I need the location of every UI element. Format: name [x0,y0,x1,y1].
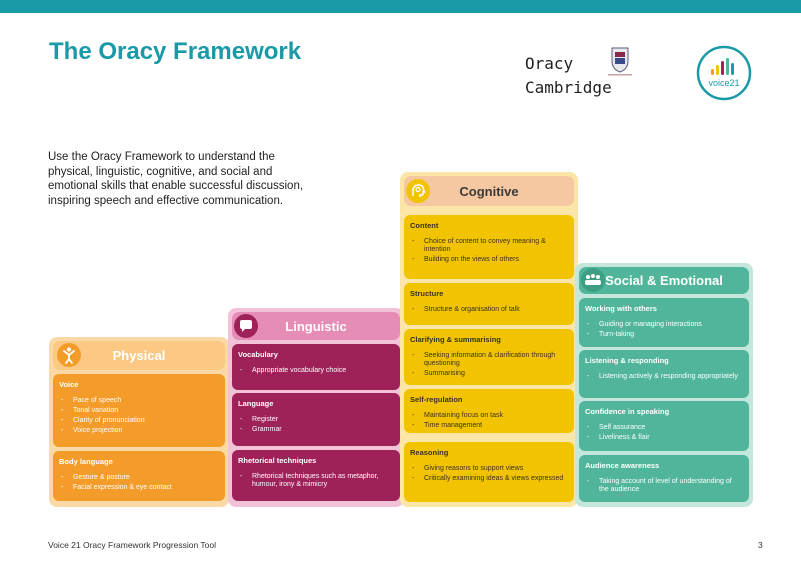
clarifying-item: Seeking information & clarification thro… [410,352,568,369]
confidence-item: Self assurance [585,424,743,433]
body-language-item: Gesture & posture [59,474,219,483]
self-regulation-card-title: Self-regulation [410,395,463,404]
body-language-card-title: Body language [59,457,113,466]
reasoning-item: Giving reasons to support views [410,465,568,474]
audience-awareness-card-title: Audience awareness [585,461,660,470]
audience-awareness-card: Audience awareness Taking account of lev… [579,455,749,502]
oracy-cambridge-logo: Oracy Cambridge [525,52,612,100]
body-language-card: Body language Gesture & posture Facial e… [53,451,225,501]
content-item: Choice of content to convey meaning & in… [410,238,568,255]
structure-item: Structure & organisation of talk [410,306,568,315]
vocabulary-item: Appropriate vocabulary choice [238,367,394,376]
voice-item: Tonal variation [59,407,219,416]
oracy-logo-line2: Cambridge [525,78,612,97]
working-with-others-item: Guiding or managing interactions [585,321,743,330]
rhetorical-card-title: Rhetorical techniques [238,456,317,465]
vocabulary-card-title: Vocabulary [238,350,278,359]
intro-paragraph: Use the Oracy Framework to understand th… [48,151,304,207]
listening-card-title: Listening & responding [585,356,669,365]
oracy-logo-line1: Oracy [525,54,574,73]
listening-card: Listening & responding Listening activel… [579,350,749,398]
confidence-card-title: Confidence in speaking [585,407,670,416]
voice-item: Pace of speech [59,397,219,406]
language-item: Register [238,416,394,425]
working-with-others-card-title: Working with others [585,304,657,313]
linguistic-title: Linguistic [285,318,347,334]
voice-item: Voice projection [59,427,219,436]
structure-card-title: Structure [410,289,444,298]
rhetorical-card: Rhetorical techniques Rhetorical techniq… [232,450,400,501]
audience-awareness-item: Taking account of level of understanding… [585,478,743,495]
speech-bubble-icon [234,314,258,338]
structure-card: Structure Structure & organisation of ta… [404,283,574,325]
clarifying-card-title: Clarifying & summarising [410,335,501,344]
voice-card: Voice Pace of speech Tonal variation Cla… [53,374,225,447]
vocabulary-card: Vocabulary Appropriate vocabulary choice [232,344,400,390]
body-language-item: Facial expression & eye contact [59,484,219,493]
voice21-logo-text: voice21 [708,78,739,88]
working-with-others-item: Turn-taking [585,331,743,340]
listening-item: Listening actively & responding appropri… [585,373,743,382]
confidence-item: Liveliness & flair [585,434,743,443]
clarifying-card: Clarifying & summarising Seeking informa… [404,329,574,385]
social-title: Social & Emotional [605,273,723,288]
head-cog-icon [406,179,430,203]
confidence-card: Confidence in speaking Self assurance Li… [579,401,749,451]
content-card-title: Content [410,221,439,230]
person-icon [57,343,81,367]
rhetorical-item: Rhetorical techniques such as metaphor, … [238,473,394,490]
cognitive-header: Cognitive [404,176,574,206]
working-with-others-card: Working with others Guiding or managing … [579,298,749,347]
top-accent-bar [0,0,801,13]
reasoning-card-title: Reasoning [410,448,449,457]
language-item: Grammar [238,426,394,435]
voice-item: Clarity of pronunciation [59,417,219,426]
voice-card-title: Voice [59,380,79,389]
self-regulation-card: Self-regulation Maintaining focus on tas… [404,389,574,433]
group-icon [581,268,605,292]
language-card: Language Register Grammar [232,393,400,446]
crest-icon [608,47,632,76]
cognitive-title: Cognitive [459,183,519,199]
self-regulation-item: Time management [410,422,568,431]
voice21-logo: voice21 [696,45,752,101]
clarifying-item: Summarising [410,370,568,379]
page-title: The Oracy Framework [49,38,302,65]
page-number: 3 [758,540,763,550]
linguistic-header: Linguistic [232,312,400,340]
footer-text: Voice 21 Oracy Framework Progression Too… [48,540,217,550]
social-header: Social & Emotional [579,267,749,294]
language-card-title: Language [238,399,274,408]
physical-header: Physical [53,341,225,370]
reasoning-card: Reasoning Giving reasons to support view… [404,442,574,502]
content-item: Building on the views of others [410,256,568,265]
content-card: Content Choice of content to convey mean… [404,215,574,279]
reasoning-item: Critically examining ideas & views expre… [410,475,568,484]
physical-title: Physical [112,348,166,363]
self-regulation-item: Maintaining focus on task [410,412,568,421]
